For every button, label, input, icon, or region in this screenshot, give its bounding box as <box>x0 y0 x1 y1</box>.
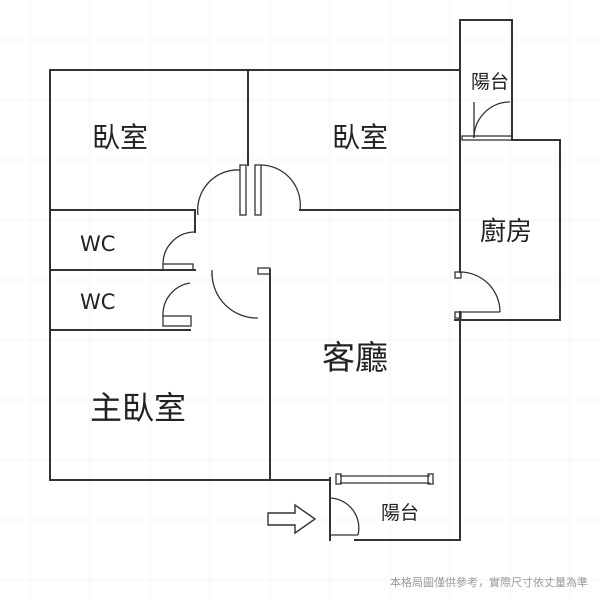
room-label-bedroom-1: 臥室 <box>92 121 148 154</box>
room-label-master-bedroom: 主臥室 <box>90 389 186 427</box>
master-bedroom-door <box>211 272 259 319</box>
balcony-top-door <box>473 101 511 139</box>
room-label-wc-1: WC <box>80 232 115 256</box>
wall-end-caps <box>162 135 513 327</box>
room-label-bedroom-2: 臥室 <box>332 121 388 154</box>
room-label-balcony-top: 陽台 <box>471 71 509 93</box>
bedroom-2-door <box>260 164 301 211</box>
room-label-living-room: 客廳 <box>322 338 388 377</box>
doors <box>162 101 511 536</box>
entrance-arrow-icon <box>267 503 317 535</box>
disclaimer-text: 本格局圖僅供參考，實際尺寸依丈量為準 <box>390 575 588 589</box>
wc-2-door <box>162 282 191 317</box>
kitchen-door <box>459 271 501 313</box>
room-label-balcony-bottom: 陽台 <box>381 502 419 524</box>
entrance-door <box>329 497 360 536</box>
room-label-wc-2: WC <box>80 290 115 314</box>
balcony-sliding-door <box>335 473 434 485</box>
room-label-kitchen: 廚房 <box>480 217 532 247</box>
bedroom-1-door <box>197 169 241 216</box>
wc-1-door <box>162 231 196 265</box>
